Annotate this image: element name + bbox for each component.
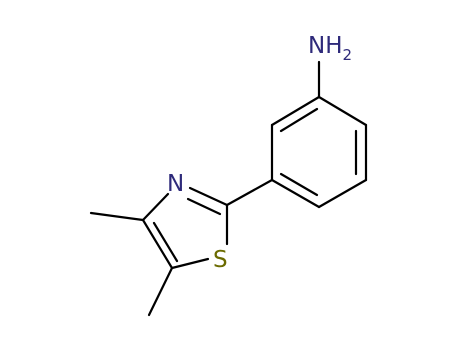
amine-text: NH (308, 33, 343, 59)
amine-subscript: 2 (343, 46, 353, 64)
bond-c5-methyl (147, 266, 174, 317)
bond-n3-c4 (141, 192, 170, 222)
bond-c2-n3 (188, 186, 229, 207)
thiazole-nitrogen-label: N (167, 171, 184, 197)
bond-c5-s1 (170, 257, 210, 270)
bond-c4-c5-inner (279, 172, 319, 197)
bond-c4-c5 (141, 218, 174, 270)
thiazole-sulfur-label: S (213, 247, 228, 273)
bond-c3-c4 (317, 178, 368, 209)
atom-labels: NH2 N S (167, 33, 352, 273)
bonds (89, 60, 368, 317)
bond-c4-c5 (270, 178, 321, 209)
bond-c4-c5-inner (152, 221, 179, 263)
bond-aryl-thiazole (225, 178, 274, 207)
bond-c6-c1-inner (279, 107, 319, 133)
bond-c6-c1 (270, 95, 321, 127)
bond-c1-c2 (317, 95, 368, 127)
bond-c4-methyl (89, 211, 145, 222)
amine-label: NH2 (308, 33, 352, 64)
bond-c2-n3-inner (186, 197, 222, 216)
